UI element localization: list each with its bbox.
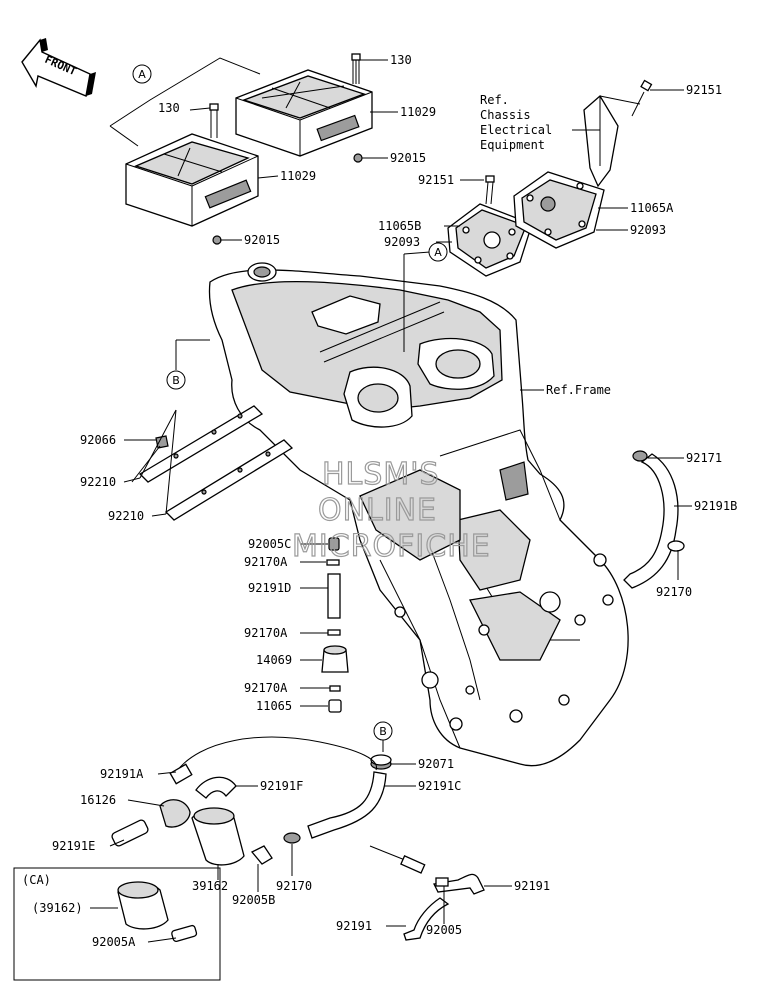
hose-assembly-left bbox=[111, 736, 377, 866]
bolt-92151-top bbox=[631, 79, 653, 117]
callout-a-top: A bbox=[109, 57, 261, 147]
part-label: 92015 bbox=[244, 233, 280, 247]
callout-b-frame-label: B bbox=[172, 374, 180, 387]
ca-box-title: (CA) bbox=[22, 873, 51, 887]
part-label: 92005 bbox=[426, 923, 462, 937]
ref-labels: Ref. Chassis Electrical Equipment Ref.Fr… bbox=[480, 93, 611, 397]
callout-b-bottom-label: B bbox=[379, 725, 387, 738]
callout-a-frame-label: A bbox=[434, 246, 442, 259]
part-label: 92170A bbox=[244, 626, 288, 640]
callout-b-bottom: B bbox=[373, 721, 393, 752]
part-label: 130 bbox=[158, 101, 180, 115]
part-label: 92170 bbox=[656, 585, 692, 599]
bolt-130-left bbox=[209, 103, 219, 138]
part-label: 92093 bbox=[630, 223, 666, 237]
ref-frame-label: Ref.Frame bbox=[546, 383, 611, 397]
air-filter-top bbox=[235, 69, 373, 157]
part-label: 92151 bbox=[418, 173, 454, 187]
part-label: 92191A bbox=[100, 767, 144, 781]
bolt-92066 bbox=[155, 435, 169, 449]
part-number-labels: 130 130 11029 11029 92015 92015 92151 92… bbox=[22, 53, 737, 949]
part-label: 92191E bbox=[52, 839, 95, 853]
callout-a-top-label: A bbox=[138, 68, 146, 81]
part-label: 92005B bbox=[232, 893, 275, 907]
callout-b-frame: B bbox=[166, 339, 210, 390]
part-label: 92191 bbox=[514, 879, 550, 893]
bolt-130-top bbox=[351, 53, 361, 84]
hose-92191b bbox=[623, 450, 685, 589]
watermark: HLSM'S ONLINE MICROFICHE bbox=[291, 456, 491, 564]
part-label: 92170A bbox=[244, 555, 288, 569]
duct-seal-11065b bbox=[447, 203, 533, 277]
part-label: (39162) bbox=[32, 901, 83, 915]
hose-92191c bbox=[307, 771, 387, 839]
ref-chassis-line-2: Chassis bbox=[480, 108, 531, 122]
part-label: 92171 bbox=[686, 451, 722, 465]
watermark-line-3: MICROFICHE bbox=[292, 529, 491, 564]
part-label: 130 bbox=[390, 53, 412, 67]
bolt-92151-mid bbox=[485, 175, 495, 205]
leader-lines bbox=[90, 59, 692, 943]
duct-seal-11065a bbox=[513, 171, 605, 249]
part-label: 11029 bbox=[280, 169, 316, 183]
part-label: 92015 bbox=[390, 151, 426, 165]
part-label: 14069 bbox=[256, 653, 292, 667]
part-label: 16126 bbox=[80, 793, 116, 807]
grommet-92071 bbox=[370, 754, 392, 770]
callout-a-frame: A bbox=[403, 242, 448, 352]
watermark-line-2: ONLINE bbox=[318, 493, 437, 528]
front-arrow-icon: FRONT bbox=[21, 38, 96, 97]
part-label: 92191F bbox=[260, 779, 303, 793]
part-label: 92210 bbox=[108, 509, 144, 523]
part-label: 92170A bbox=[244, 681, 288, 695]
part-label: 92093 bbox=[384, 235, 420, 249]
part-label: 92151 bbox=[686, 83, 722, 97]
part-label: 92210 bbox=[80, 475, 116, 489]
part-label: 92191C bbox=[418, 779, 461, 793]
ref-chassis-line-4: Equipment bbox=[480, 138, 545, 152]
air-filter-left bbox=[125, 133, 259, 227]
ref-chassis-line-1: Ref. bbox=[480, 93, 509, 107]
strip-92210-lower bbox=[164, 439, 294, 521]
part-label: 11065A bbox=[630, 201, 674, 215]
part-label: 92066 bbox=[80, 433, 116, 447]
hose-92191-lower bbox=[369, 845, 485, 941]
part-label: 11029 bbox=[400, 105, 436, 119]
part-label: 11065B bbox=[378, 219, 421, 233]
part-label: 92005C bbox=[248, 537, 291, 551]
part-label: 92071 bbox=[418, 757, 454, 771]
part-label: 92005A bbox=[92, 935, 136, 949]
nut-92015 bbox=[212, 153, 363, 245]
ca-box bbox=[13, 867, 221, 981]
watermark-line-1: HLSM'S bbox=[322, 457, 440, 492]
bracket-chassis bbox=[583, 94, 641, 188]
center-hose-stack bbox=[321, 537, 349, 713]
ref-chassis-line-3: Electrical bbox=[480, 123, 552, 137]
part-label: 92191B bbox=[694, 499, 737, 513]
part-label: 92191D bbox=[248, 581, 291, 595]
part-label: 92170 bbox=[276, 879, 312, 893]
part-label: 11065 bbox=[256, 699, 292, 713]
main-frame bbox=[208, 262, 629, 767]
part-label: 92191 bbox=[336, 919, 372, 933]
part-label: 39162 bbox=[192, 879, 228, 893]
